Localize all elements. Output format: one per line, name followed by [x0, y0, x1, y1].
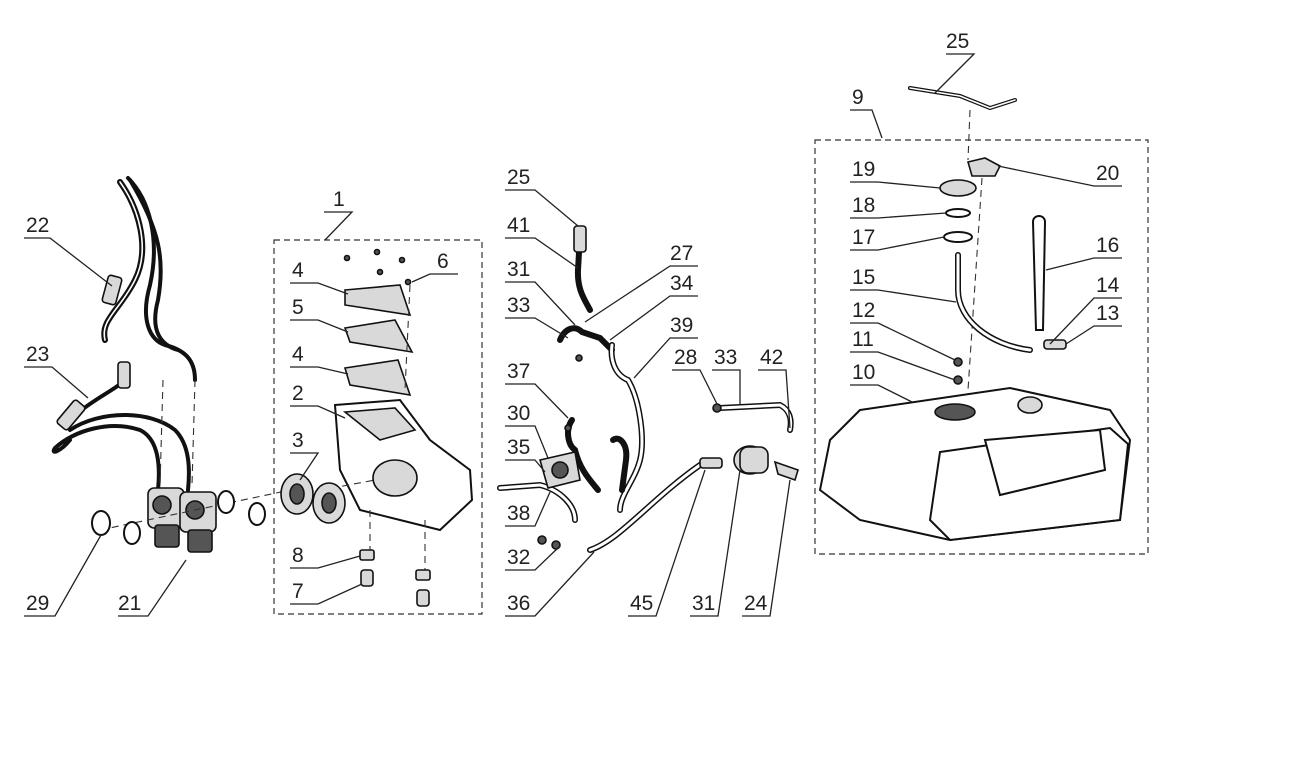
callout-22: 22: [26, 214, 49, 237]
callout-6: 6: [437, 250, 449, 273]
callout-19: 19: [852, 158, 875, 181]
callout-33: 32: [507, 546, 530, 569]
callout-4a: 4: [292, 259, 304, 282]
carburetor-group: [51, 176, 301, 553]
callout-26: 25: [507, 166, 530, 189]
air-filter-group: [280, 248, 474, 607]
clamp-29: [91, 510, 111, 536]
callout-10: 10: [852, 361, 875, 384]
callout-21: 21: [118, 592, 141, 615]
callout-29: 29: [26, 592, 49, 615]
callout-9: 9: [852, 86, 864, 109]
callout-41: 38: [507, 502, 530, 525]
callout-4b: 4: [292, 343, 304, 366]
callout-1: 1: [333, 188, 345, 211]
callout-7: 7: [292, 580, 304, 603]
callout-34: 33: [507, 294, 530, 317]
fuel-tank-group-box: [814, 139, 1149, 555]
air-filter-group-box: [273, 239, 483, 615]
callout-17: 17: [852, 226, 875, 249]
fuel-tank-group: [818, 86, 1132, 542]
callout-15: 15: [852, 266, 875, 289]
callout-43: 41: [507, 214, 530, 237]
callout-37: 36: [507, 592, 530, 615]
callout-16: 16: [1096, 234, 1119, 257]
callout-31: 31: [692, 592, 715, 615]
callout-labels: 22 23 29 21 1 4 5 4 2 3 6 8 7 25 41 31 3…: [24, 30, 1122, 617]
callout-25: 25: [946, 30, 969, 53]
callout-39: 37: [507, 360, 530, 383]
callout-2: 2: [292, 382, 304, 405]
callout-32: 31: [507, 258, 530, 281]
callout-24: 24: [744, 592, 768, 615]
callout-12: 12: [852, 299, 875, 322]
callout-23: 23: [26, 343, 49, 366]
callout-18: 18: [852, 194, 875, 217]
callout-44: 42: [760, 346, 783, 369]
callout-27: 27: [670, 242, 693, 265]
callout-5: 5: [292, 296, 304, 319]
callout-14: 14: [1096, 274, 1120, 297]
callout-38: 35: [507, 436, 530, 459]
callout-28: 28: [674, 346, 697, 369]
callout-11: 11: [852, 328, 874, 351]
callout-13: 13: [1096, 302, 1119, 325]
fuel-line-group: [497, 225, 799, 553]
callout-36: 33: [714, 346, 737, 369]
callout-42: 39: [670, 314, 693, 337]
callout-45: 45: [630, 592, 653, 615]
callout-20: 20: [1096, 162, 1119, 185]
callout-8: 8: [292, 544, 304, 567]
callout-35: 34: [670, 272, 694, 295]
callout-3: 3: [292, 429, 304, 452]
callout-30: 30: [507, 402, 530, 425]
